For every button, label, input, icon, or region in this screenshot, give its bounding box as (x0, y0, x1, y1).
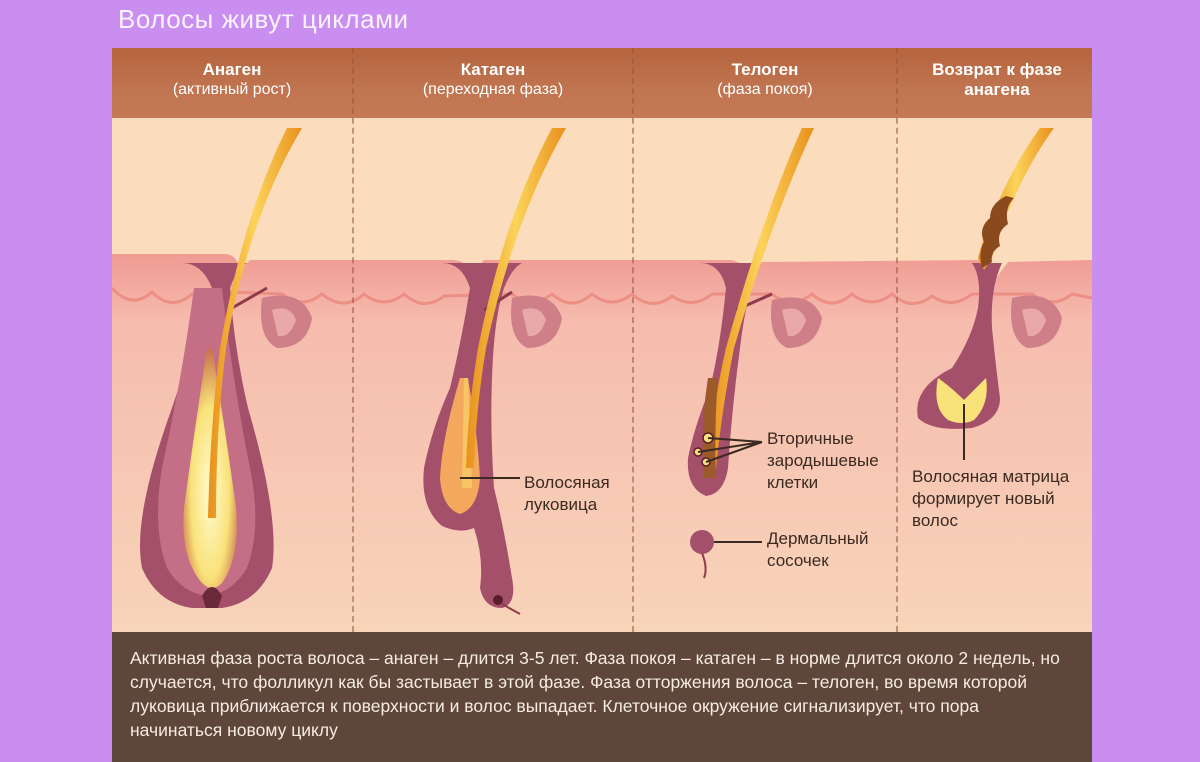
dermal-papilla-callout: Дермальный сосочек (767, 529, 869, 570)
telogen-dermal-papilla (690, 530, 714, 554)
stage-divider-1 (352, 48, 354, 632)
follicle-illustration (112, 118, 1092, 632)
stage-catagen-name: Катаген (460, 60, 526, 79)
caption-text: Активная фаза роста волоса – анаген – дл… (130, 648, 1060, 740)
stage-return-name: Возврат к фазе анагена (932, 60, 1062, 99)
stage-telogen-name: Телоген (731, 60, 799, 79)
stage-catagen-sub: (переходная фаза) (422, 81, 564, 98)
skin-layer (112, 254, 1092, 632)
hair-matrix-callout: Волосяная матрица формирует новый волос (912, 467, 1070, 530)
upper-layer (112, 118, 1092, 252)
epidermis-wave (112, 286, 1092, 305)
stage-header-band (112, 48, 1092, 118)
stage-anagen-header: Анаген (активный рост) (112, 60, 352, 100)
germ-leader-lines (697, 437, 763, 463)
stage-anagen-sub: (активный рост) (172, 81, 292, 98)
stage-return-header: Возврат к фазе анагена (908, 60, 1086, 100)
stage-divider-3 (896, 48, 898, 632)
stage-anagen-name: Анаген (202, 60, 262, 79)
stage-catagen-header: Катаген (переходная фаза) (354, 60, 632, 100)
bulb-callout: Волосяная луковица (524, 473, 610, 514)
stage-telogen-header: Телоген (фаза покоя) (634, 60, 896, 100)
secondary-germ-callout: Вторичные зародышевые клетки (767, 429, 879, 492)
page-title: Волосы живут циклами (118, 4, 409, 34)
telogen-hair-shaft (708, 128, 814, 468)
stage-telogen-sub: (фаза покоя) (717, 81, 813, 98)
stage-divider-2 (632, 48, 634, 632)
anagen-hair-shaft (208, 128, 302, 518)
return-follicle (917, 263, 1062, 429)
caption-box: Активная фаза роста волоса – анаген – дл… (112, 632, 1092, 762)
hair-cycle-diagram: Анаген (активный рост) Катаген (переходн… (112, 48, 1092, 762)
